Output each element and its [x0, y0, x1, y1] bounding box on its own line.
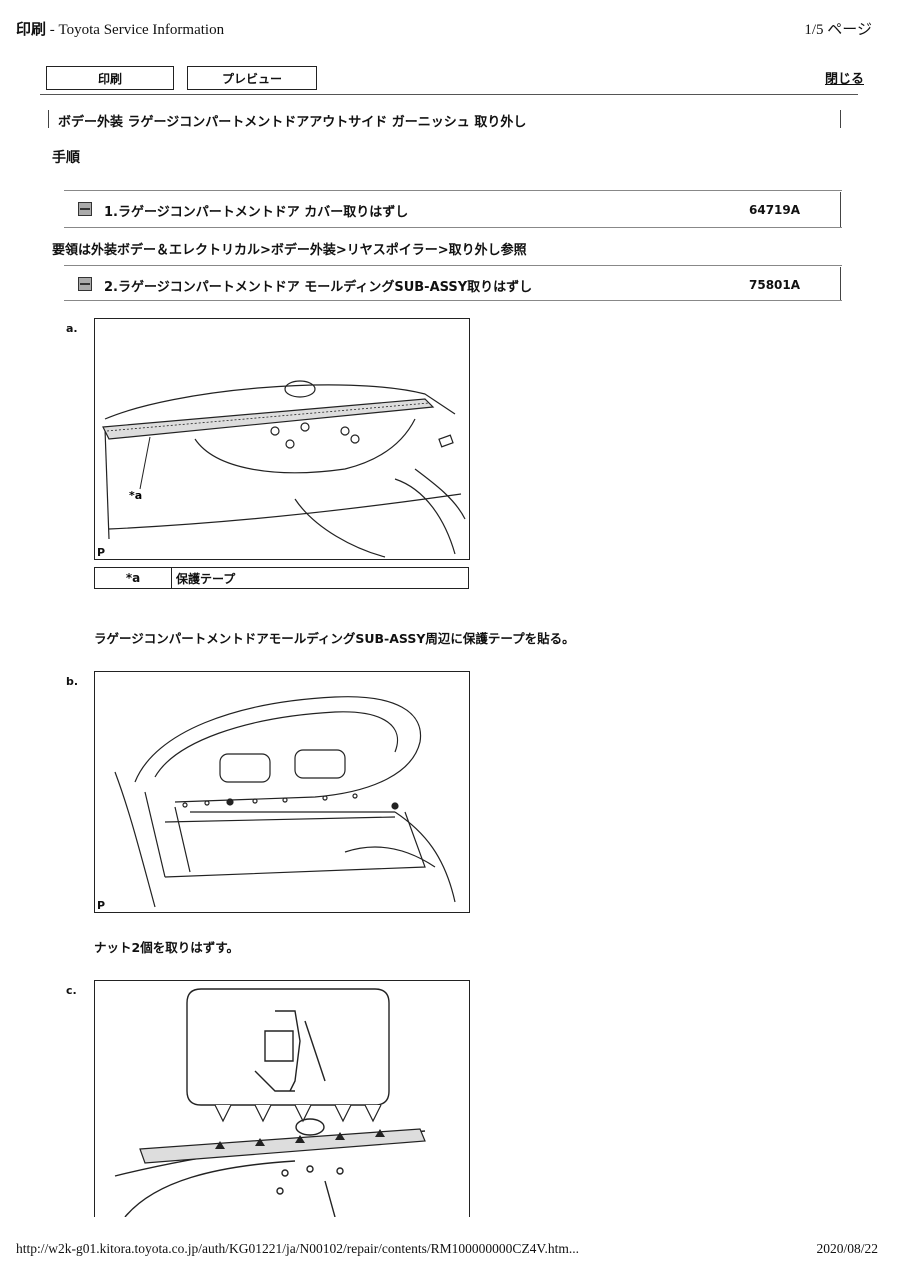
preview-button[interactable]: プレビュー — [187, 66, 317, 90]
substep-a-instruction: ラゲージコンパートメントドアモールディングSUB-ASSY周辺に保護テープを貼る… — [94, 631, 575, 646]
figure-b: P — [94, 671, 470, 913]
close-link[interactable]: 閉じる — [824, 72, 864, 87]
legend-key: *a — [94, 567, 172, 589]
step2-label: 2.ラゲージコンパートメントドア モールディングSUB-ASSY取りはずし — [104, 280, 533, 295]
substep-a-letter: a. — [66, 322, 78, 335]
step-toggle-icon[interactable] — [78, 277, 92, 291]
reference-text: 要領は外装ボデー＆エレクトリカル>ボデー外装>リヤスポイラー>取り外し参照 — [52, 243, 527, 258]
p-mark: P — [97, 546, 106, 559]
title-text: - Toyota Service Information — [46, 22, 225, 38]
step1-bottom-rule — [64, 227, 842, 228]
window-title: 印刷 - Toyota Service Information — [16, 18, 224, 39]
title-right-bar — [840, 110, 841, 128]
substep-b-instruction: ナット2個を取りはずす。 — [94, 940, 239, 955]
step-toggle-icon[interactable] — [78, 202, 92, 216]
section-title: ボデー外装 ラゲージコンパートメントドアアウトサイド ガーニッシュ 取り外し — [58, 115, 527, 130]
legend-row: *a 保護テープ — [94, 567, 469, 589]
page-indicator: 1/5 ページ — [804, 22, 872, 38]
header-rule — [40, 94, 858, 95]
footer-date: 2020/08/22 — [816, 1241, 878, 1256]
legend-value: 保護テープ — [171, 567, 469, 589]
figure-a: *a P — [94, 318, 470, 560]
figure-c — [94, 980, 470, 1217]
step1-top-rule — [64, 190, 842, 191]
step2-right-bar — [840, 267, 841, 301]
callout-a-label: *a — [129, 489, 142, 502]
trunk-lid-tape-illustration: *a — [102, 380, 466, 558]
clip-detail-illustration — [114, 988, 426, 1217]
substep-c-letter: c. — [66, 984, 77, 997]
print-kanji: 印刷 — [16, 20, 47, 38]
substep-b-letter: b. — [66, 675, 79, 688]
step2-code: 75801A — [749, 278, 801, 292]
step2-top-rule — [64, 265, 842, 266]
title-left-bar — [48, 110, 49, 128]
legend-table: *a 保護テープ — [94, 567, 469, 589]
step1-right-bar — [840, 192, 841, 228]
step2-bottom-rule — [64, 300, 842, 301]
print-button[interactable]: 印刷 — [46, 66, 174, 90]
open-trunk-illustration — [114, 696, 456, 908]
step1-code: 64719A — [749, 203, 801, 217]
p-mark: P — [97, 899, 106, 912]
procedure-heading: 手順 — [52, 150, 80, 166]
step1-label: 1.ラゲージコンパートメントドア カバー取りはずし — [104, 205, 409, 220]
footer-url: http://w2k-g01.kitora.toyota.co.jp/auth/… — [16, 1241, 579, 1256]
